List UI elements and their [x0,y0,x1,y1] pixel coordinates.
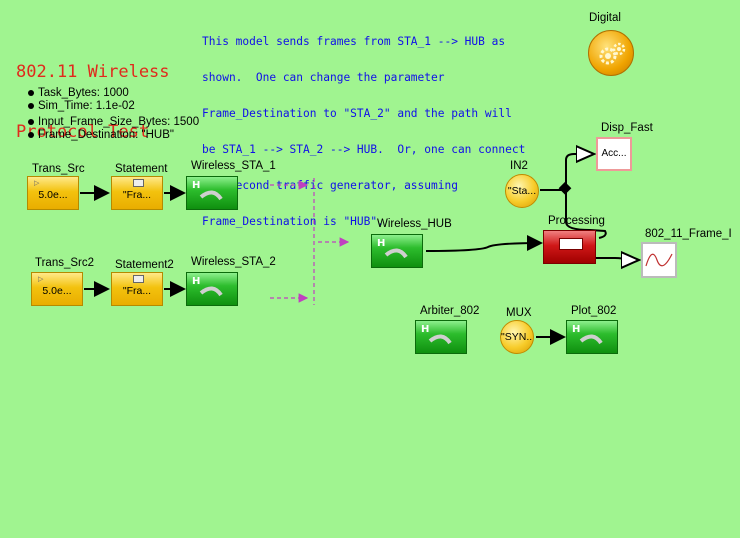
param-input-frame-size[interactable]: Input_Frame_Size_Bytes: 1500 [28,116,199,128]
in2-label: IN2 [510,160,528,172]
processing-label: Processing [548,215,605,227]
h-icon: H [192,180,201,191]
wire-in2-disp [565,154,594,190]
h-icon: H [192,276,201,287]
trans-src2-label: Trans_Src2 [35,257,95,269]
gear-icon [599,42,626,65]
processing-icon [559,238,583,250]
processing-block[interactable] [543,230,596,264]
description-line-3: Frame_Destination to "STA_2" and the pat… [202,107,512,120]
param-frame-destination[interactable]: Frame_Destination: "HUB" [28,129,174,141]
wireless-sta2-label: Wireless_STA_2 [191,256,276,268]
arbiter-block[interactable]: H [415,320,467,354]
h-icon: H [377,238,386,249]
trans-src2-value: 5.0e... [42,285,72,297]
wireless-icon [199,190,223,201]
param-task-bytes[interactable]: Task_Bytes: 1000 [28,87,129,99]
h-icon: H [421,324,430,335]
statement2-value: "Fra... [122,285,152,297]
mux-block[interactable]: "SYN... [500,320,534,354]
title-line-1: 802.11 Wireless [16,62,170,82]
wire-processing-plot [596,258,639,260]
trans-src-block[interactable]: ▷ 5.0e... [27,176,79,210]
wireless-icon [199,286,223,297]
trans-src2-block[interactable]: ▷ 5.0e... [31,272,83,306]
disp-fast-label: Disp_Fast [601,122,653,134]
wire-hub-processing [425,235,543,252]
statement-value: "Fra... [122,189,152,201]
statement-label: Statement [115,163,168,175]
frame-plot-label: 802_11_Frame_I [645,228,732,240]
wireless-icon [428,334,452,345]
statement2-block[interactable]: "Fra... [111,272,163,306]
wireless-sta2-block[interactable]: H [186,272,238,306]
disp-fast-block[interactable]: Acc... [596,137,632,171]
description-line-2: shown. One can change the parameter [202,71,445,84]
wire-in2-processing [540,189,607,239]
statement2-label: Statement2 [115,259,174,271]
wire-junction [558,181,572,195]
plot-802-block[interactable]: H [566,320,618,354]
trans-src-value: 5.0e... [38,189,68,201]
description-line-6: Frame_Destination is "HUB". [202,215,384,228]
frame-plot-block[interactable] [641,242,677,278]
statement-icon [133,275,144,283]
param-sim-time[interactable]: Sim_Time: 1.1e-02 [28,100,135,112]
wireless-hub-label: Wireless_HUB [377,218,452,230]
statement-block[interactable]: "Fra... [111,176,163,210]
description-line-1: This model sends frames from STA_1 --> H… [202,35,506,48]
in2-block[interactable]: "Sta... [505,174,539,208]
digital-label: Digital [589,12,621,24]
mux-label: MUX [506,307,532,319]
wireless-sta1-label: Wireless_STA_1 [191,160,276,172]
trans-src-label: Trans_Src [32,163,85,175]
wireless-hub-block[interactable]: H [371,234,423,268]
description-line-4: be STA_1 --> STA_2 --> HUB. Or, one can … [202,143,526,156]
wireless-sta1-block[interactable]: H [186,176,238,210]
digital-block[interactable] [588,30,634,76]
play-icon: ▷ [34,180,40,187]
plot-icon [645,253,673,267]
arbiter-label: Arbiter_802 [420,305,480,317]
statement-icon [133,179,144,187]
wireless-icon [579,334,603,345]
h-icon: H [572,324,581,335]
wireless-icon [384,248,408,259]
play-icon: ▷ [38,276,44,283]
plot-802-label: Plot_802 [571,305,617,317]
